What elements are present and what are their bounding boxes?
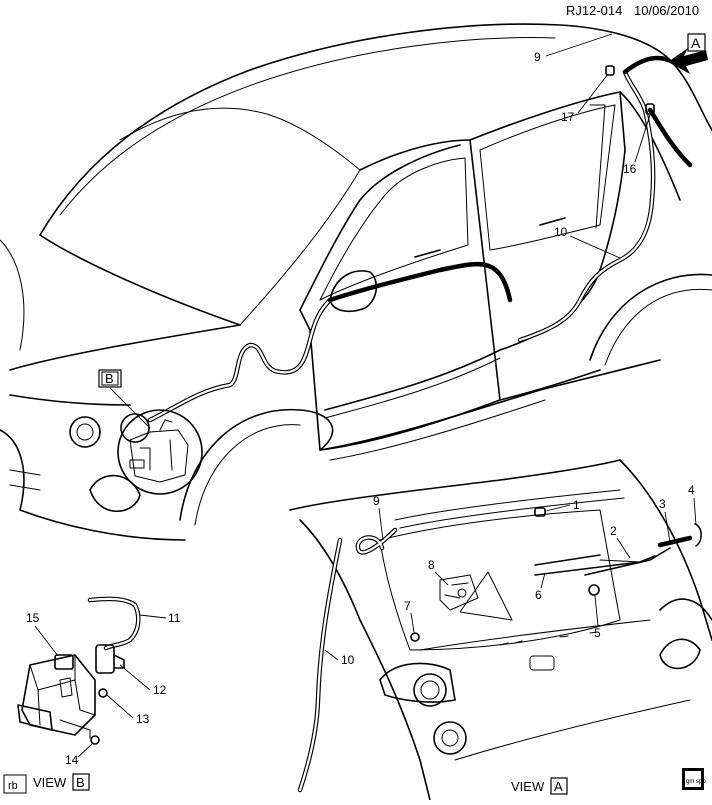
callout-9-upper: 9: [534, 50, 541, 64]
view-a-arrow: A: [668, 33, 708, 74]
view-a-marker-box: [687, 33, 706, 52]
callout-9-lower: 9: [373, 494, 380, 508]
callout-6: 6: [535, 588, 542, 602]
corner-tag-text: rb: [8, 780, 18, 792]
callout-15: 15: [26, 611, 40, 625]
callout-2: 2: [610, 524, 617, 538]
view-a-caption-letter: A: [554, 779, 563, 794]
callout-16: 16: [623, 162, 637, 176]
callout-7: 7: [404, 599, 411, 613]
bolt-14: [90, 735, 100, 745]
gm-spo-logo-text: gm spo: [686, 779, 706, 785]
view-a-caption-word: VIEW: [511, 779, 545, 794]
view-a-caption: VIEW A: [511, 777, 568, 795]
callout-12: 12: [153, 683, 167, 697]
callout-1: 1: [573, 498, 580, 512]
view-a-marker-letter: A: [691, 35, 701, 51]
view-b-caption: VIEW B: [33, 773, 90, 791]
callout-14: 14: [65, 753, 79, 767]
callout-17: 17: [561, 110, 575, 124]
diagram-date: 10/06/2010: [634, 3, 699, 18]
view-b-reservoir-detail: [17, 596, 141, 745]
main-view-callouts: 9 17 16 10: [534, 33, 651, 259]
corner-tag: rb: [3, 774, 27, 794]
callout-3: 3: [659, 497, 666, 511]
gm-spo-logo: gm spo: [682, 768, 706, 790]
vehicle-body-outline: [0, 23, 712, 541]
view-b-callouts: 15 11 12 13 14: [26, 611, 181, 767]
view-b-caption-letter: B: [76, 775, 85, 790]
reference-code: RJ12-014: [566, 3, 622, 18]
callout-10-upper: 10: [554, 225, 568, 239]
grommet-13: [98, 688, 108, 698]
view-b-marker-letter: B: [105, 371, 114, 386]
view-b-callout: B: [98, 369, 203, 495]
callout-11: 11: [168, 611, 181, 625]
callout-8: 8: [428, 558, 435, 572]
washer-hose-main: [147, 55, 693, 423]
callout-4: 4: [688, 483, 695, 497]
view-a-callouts: 9 1 3 4 2 8 7 6 5 10: [324, 483, 697, 667]
view-a-rear-detail: [289, 459, 712, 801]
callout-5: 5: [594, 626, 601, 640]
callout-10-lower: 10: [341, 653, 355, 667]
callout-13: 13: [136, 712, 150, 726]
view-b-caption-word: VIEW: [33, 775, 67, 790]
view-b-marker-box: [98, 369, 122, 388]
